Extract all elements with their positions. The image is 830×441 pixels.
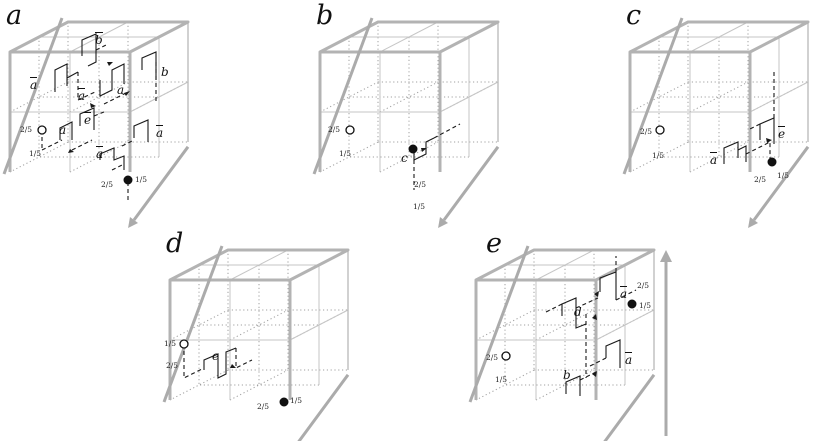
- axis-line: [752, 145, 810, 221]
- cube-lattice: [622, 17, 810, 229]
- cube-top-edge: [319, 20, 500, 54]
- axis-line: [2, 17, 64, 175]
- axis-arrow-head: [128, 217, 139, 229]
- panel-e-path-label: d: [574, 305, 582, 319]
- panel-d-coord: 1/5: [164, 339, 177, 348]
- panel-d-coord: 2/5: [166, 361, 179, 370]
- panel-e-up-axis-head: [660, 250, 672, 262]
- panel-b-coord: 2/5: [328, 125, 341, 134]
- panel-e: e 2/5 1/5 2/5 1/5 a d a b: [466, 228, 686, 441]
- panel-a-path-label: b: [161, 65, 169, 79]
- axis-arrow-head: [748, 217, 759, 229]
- panel-a-coord: 2/5: [20, 125, 33, 134]
- panel-c-filled-node: [767, 157, 777, 167]
- axis-line: [603, 373, 656, 441]
- panel-e-path-label: b: [563, 368, 571, 382]
- cube-front-edge: [8, 50, 132, 172]
- panel-b-cube: [312, 17, 500, 229]
- panel-e-path-label: a: [620, 286, 628, 301]
- panel-d-coord: 2/5: [257, 402, 270, 411]
- axis-line: [162, 245, 224, 403]
- panel-a-path-label: a: [117, 83, 125, 97]
- panel-b-coord: 2/5: [414, 180, 427, 189]
- cube-front-edge: [628, 50, 752, 172]
- panel-a-filled-node: [123, 175, 133, 185]
- cube-top-edge: [169, 248, 350, 282]
- panel-c-coord: 2/5: [640, 127, 653, 136]
- panel-e-open-node: [501, 351, 511, 361]
- axis-line: [312, 17, 374, 175]
- panel-e-coord: 1/5: [639, 301, 652, 310]
- axis-line: [442, 145, 500, 221]
- panel-a-coord: 1/5: [135, 175, 148, 184]
- panel-e-loops: [545, 256, 637, 396]
- cube-top-edge: [475, 248, 656, 282]
- panel-d-path-label: e: [212, 349, 220, 363]
- axis-line: [468, 245, 530, 403]
- panel-b-loops: [413, 123, 461, 190]
- panel-a-cube: [2, 17, 190, 229]
- panel-e-coord: 2/5: [486, 353, 499, 362]
- panel-a-loops: [41, 33, 157, 200]
- panel-a-path-label: a: [96, 146, 104, 161]
- panel-e-path-label: a: [625, 352, 633, 367]
- panel-b: b 2/5 1/5 2/5 1/5 c: [310, 0, 520, 229]
- panel-b-filled-node: [408, 144, 418, 154]
- panel-e-coord: 1/5: [495, 375, 508, 384]
- panel-e-cube: [468, 245, 672, 441]
- cube-lattice: [162, 245, 350, 441]
- panel-a-path-label: a: [30, 77, 38, 92]
- panel-d-open-node: [179, 339, 189, 349]
- panel-e-label: e: [486, 228, 502, 259]
- panel-c-label: c: [626, 0, 642, 31]
- cube-lattice: [468, 245, 656, 441]
- panel-a-label: a: [6, 0, 23, 31]
- cube-top-edge: [629, 20, 810, 54]
- panel-d: d 1/5 2/5 2/5 1/5 e: [160, 228, 370, 441]
- axis-line: [297, 373, 350, 441]
- panel-a: a 2/5 1/5 2/5 1/5 a b b a e a a a a: [0, 0, 210, 229]
- cube-lattice: [2, 17, 190, 229]
- axis-arrow-head: [438, 217, 449, 229]
- panel-e-coord: 2/5: [637, 281, 650, 290]
- axis-line: [132, 145, 190, 221]
- panel-b-path-label: c: [401, 151, 408, 165]
- panel-b-coord: 1/5: [339, 149, 352, 158]
- panel-a-coord: 2/5: [101, 180, 114, 189]
- panel-a-coord: 1/5: [29, 149, 42, 158]
- cube-lattice: [312, 17, 500, 229]
- panel-c-coord: 1/5: [777, 171, 790, 180]
- panel-a-path-label: a: [78, 88, 86, 103]
- panel-b-open-node: [345, 125, 355, 135]
- panel-a-path-label: b: [95, 32, 103, 47]
- panel-e-filled-node: [627, 299, 637, 309]
- panel-a-path-label: a: [156, 125, 164, 140]
- cube-front-edge: [318, 50, 442, 172]
- panel-d-label: d: [166, 228, 184, 259]
- panel-c-path-label: e: [778, 126, 786, 141]
- cube-front-edge: [474, 278, 598, 400]
- panel-b-coord: 1/5: [413, 202, 426, 211]
- panel-c: c 2/5 1/5 2/5 1/5 a e: [620, 0, 830, 229]
- panel-d-coord: 1/5: [290, 396, 303, 405]
- panel-a-path-label: a: [59, 123, 67, 137]
- panel-c-coord: 2/5: [754, 175, 767, 184]
- panel-a-open-node: [37, 125, 47, 135]
- panel-c-coord: 1/5: [652, 151, 665, 160]
- panel-d-filled-node: [279, 397, 289, 407]
- panel-a-path-label: e: [84, 112, 92, 127]
- panel-c-cube: [622, 17, 810, 229]
- cube-top-edge: [9, 20, 190, 54]
- panel-b-label: b: [316, 0, 334, 31]
- panel-d-loops: [183, 344, 253, 379]
- panel-c-open-node: [655, 125, 665, 135]
- axis-line: [622, 17, 684, 175]
- panel-c-path-label: a: [710, 152, 718, 167]
- panel-d-cube: [162, 245, 350, 441]
- cube-front-edge: [168, 278, 292, 400]
- panel-c-loops: [723, 70, 775, 164]
